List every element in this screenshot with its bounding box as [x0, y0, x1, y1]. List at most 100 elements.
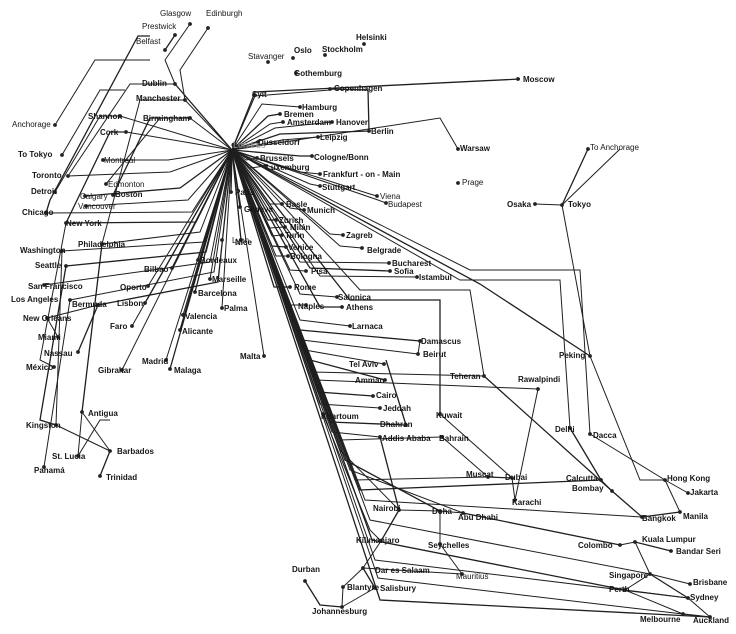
route-line: [231, 149, 643, 518]
city-dot-gibraltar: [120, 368, 124, 372]
city-label-salonica: Salonica: [338, 293, 371, 302]
city-dot-munich: [302, 208, 306, 212]
city-dot-dar-es-salaam: [361, 566, 365, 570]
city-label-khartoum: Khartoum: [321, 412, 359, 421]
route-line: [569, 427, 602, 481]
route-line: [664, 479, 689, 494]
city-dot-tokyo: [560, 203, 564, 207]
route-line: [231, 78, 521, 151]
city-dot-bombay: [610, 489, 614, 493]
route-line: [231, 149, 626, 591]
city-dot-bordeaux: [196, 258, 200, 262]
city-dot-abu-dhabi: [461, 511, 465, 515]
city-label-philadelphia: Philadelphia: [78, 240, 126, 249]
city-dot-frankfurt: [318, 172, 322, 176]
city-label-stavanger: Stavanger: [248, 52, 285, 61]
city-dot-blantyre: [341, 585, 345, 589]
city-label-venice: Venice: [288, 243, 314, 252]
route-line: [231, 149, 290, 288]
route-line: [231, 149, 689, 599]
city-dot-turin: [280, 233, 284, 237]
city-label-rawalpindi: Rawalpindi: [518, 375, 560, 384]
city-label-los-angeles: Los Angeles: [11, 295, 59, 304]
city-label-kuwait: Kuwait: [436, 411, 463, 420]
city-dot-lyon: [220, 238, 224, 242]
city-dot-glasgow: [188, 22, 192, 26]
route-line: [589, 355, 665, 481]
route-line: [687, 597, 711, 618]
city-label-sylt: Sylt: [252, 90, 267, 99]
route-line: [77, 419, 110, 457]
route-line: [231, 149, 418, 278]
city-label-edmonton: Edmonton: [108, 180, 144, 189]
city-label-st-lucia: St. Lucia: [52, 452, 86, 461]
city-label-delhi: Delhi: [555, 425, 575, 434]
route-line: [231, 113, 281, 151]
city-dot-oporto: [146, 284, 150, 288]
city-dot-melbourne: [681, 612, 685, 616]
city-dot-lisbon: [143, 301, 147, 305]
city-label-damascus: Damascus: [421, 337, 462, 346]
route-line: [231, 149, 591, 357]
city-label-shannon: Shannon: [88, 112, 122, 121]
city-dot-oslo: [291, 56, 295, 60]
city-dot-sydney: [686, 596, 690, 600]
city-dot-kuwait: [438, 412, 442, 416]
route-line: [101, 149, 233, 245]
city-dot-vancouver: [84, 204, 88, 208]
city-dot-pisa: [304, 269, 308, 273]
city-dot-boston: [111, 193, 115, 197]
city-dot-madrid: [164, 358, 168, 362]
city-label-brisbane: Brisbane: [693, 578, 728, 587]
route-line: [231, 149, 684, 615]
route-line: [125, 131, 233, 151]
city-label-brussels: Brussels: [260, 154, 294, 163]
city-dot-chicago: [44, 211, 48, 215]
route-line: [77, 304, 99, 353]
city-label-bremen: Bremen: [284, 110, 314, 119]
city-dot-kingston: [54, 423, 58, 427]
city-label-faro: Faro: [110, 322, 127, 331]
city-label-belfast: Belfast: [136, 37, 161, 46]
city-dot-salisbury: [373, 586, 377, 590]
city-label-istambul: Istambul: [419, 273, 452, 282]
city-label-detroit: Detroit: [31, 187, 57, 196]
city-label-teheran: Teheran: [450, 372, 481, 381]
city-dot-cairo: [371, 394, 375, 398]
route-line: [231, 149, 342, 308]
city-dot-dusseldorf: [256, 140, 260, 144]
route-line: [45, 35, 150, 214]
city-dot-dublin: [173, 82, 177, 86]
city-dot-helsinki: [362, 42, 366, 46]
city-label-melbourne: Melbourne: [640, 615, 681, 624]
city-label-mauritius: Mauritius: [456, 572, 488, 581]
city-label-hanover: Hanover: [336, 118, 368, 127]
route-line: [164, 23, 191, 85]
route-lines: [39, 23, 711, 618]
city-label-sydney: Sydney: [690, 593, 719, 602]
route-line: [147, 149, 233, 287]
city-dot-los-angeles: [68, 298, 72, 302]
city-label-zagreb: Zagreb: [346, 231, 373, 240]
route-line: [231, 136, 319, 151]
route-line: [54, 115, 120, 193]
route-line: [231, 149, 242, 241]
city-dot-peking: [588, 354, 592, 358]
city-label-trinidad: Trinidad: [106, 473, 137, 482]
city-dot-hanover: [330, 120, 334, 124]
city-label-anchorage: Anchorage: [12, 120, 51, 129]
city-label-geneva: Geneva: [244, 205, 273, 214]
city-dot-bangkok: [640, 515, 644, 519]
city-label-amman: Amman: [355, 376, 384, 385]
city-dot-to-tokyo: [60, 153, 64, 157]
city-dot-anchorage: [53, 123, 57, 127]
route-line: [174, 83, 233, 151]
city-dot-philadelphia: [100, 242, 104, 246]
route-line: [514, 388, 539, 501]
route-line: [304, 580, 343, 608]
city-label-glasgow: Glasgow: [160, 9, 191, 18]
route-line: [362, 567, 376, 589]
city-label-kuala-lumpur: Kuala Lumpur: [642, 535, 696, 544]
city-label-osaka: Osaka: [507, 200, 532, 209]
